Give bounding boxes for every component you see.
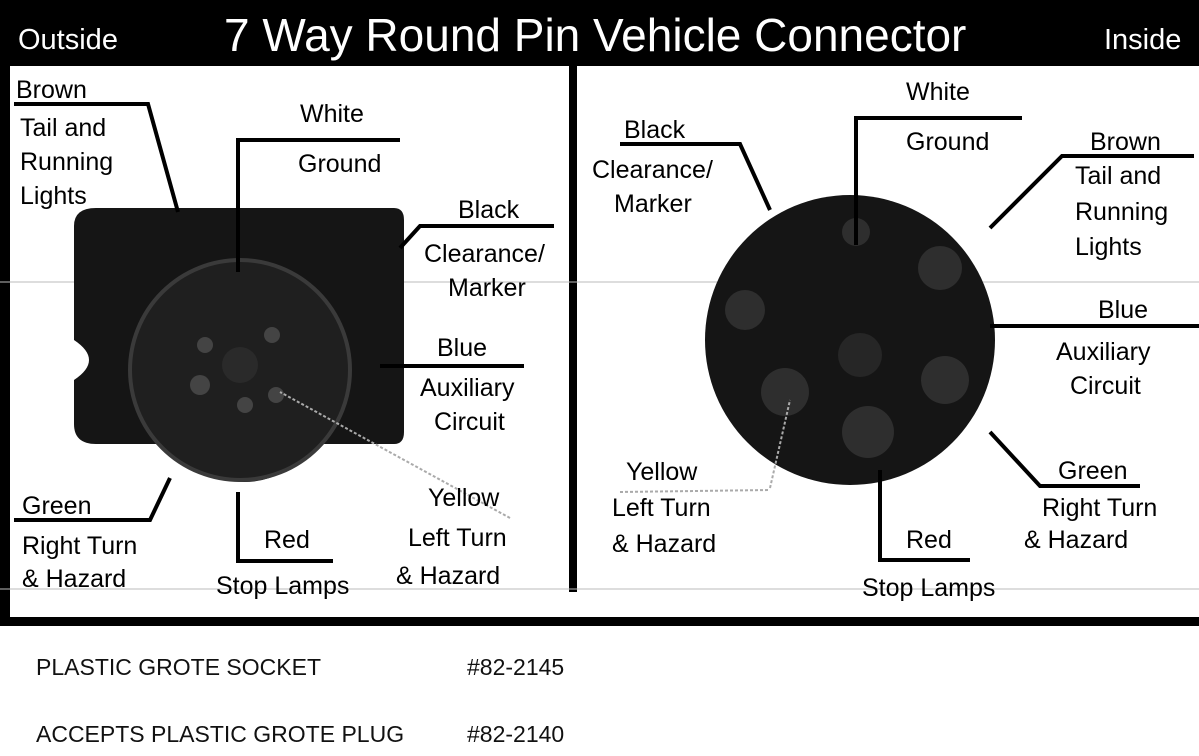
connector-diagram: Outside 7 Way Round Pin Vehicle Connecto… <box>0 0 1199 626</box>
inside-black-function-2: Marker <box>614 190 692 218</box>
leader-brown-inside <box>988 154 1194 230</box>
outside-black-function-1: Clearance/ <box>424 240 545 268</box>
part-code: #82-2145 <box>467 654 565 680</box>
page-title: 7 Way Round Pin Vehicle Connector <box>224 9 967 61</box>
inside-brown-function-1: Tail and <box>1075 162 1162 190</box>
outside-pin <box>190 375 210 395</box>
leader-yellow-inside-tail <box>619 489 771 493</box>
inside-blue-function-1: Auxiliary <box>1056 338 1151 366</box>
inside-brown-function-3: Lights <box>1075 233 1142 261</box>
outside-pin <box>197 337 213 353</box>
outside-leader-lines <box>14 102 554 563</box>
inside-white-function: Ground <box>906 128 990 156</box>
part-code: #82-2140 <box>467 721 565 747</box>
outside-blue-function-2: Circuit <box>434 408 505 436</box>
outside-blue-function-1: Auxiliary <box>420 374 515 402</box>
outside-black-color: Black <box>458 196 520 224</box>
inside-yellow-color: Yellow <box>626 458 698 486</box>
inside-red-color: Red <box>906 526 952 554</box>
inside-pin <box>838 333 882 377</box>
leader-brown-outside <box>14 102 180 213</box>
inside-yellow-function-2: & Hazard <box>612 530 717 558</box>
leader-black-outside <box>398 224 554 250</box>
inside-brown-color: Brown <box>1090 128 1161 156</box>
inside-green-function-1: Right Turn <box>1042 494 1158 522</box>
inside-yellow-function-1: Left Turn <box>612 494 711 522</box>
outside-green-function-2: & Hazard <box>22 565 127 593</box>
center-divider <box>569 66 577 592</box>
outside-blue-color: Blue <box>437 334 488 362</box>
leader-red-inside <box>878 470 970 562</box>
header-outside-label: Outside <box>18 24 118 56</box>
part-numbers-box: PLASTIC GROTE SOCKET #82-2145 ACCEPTS PL… <box>0 626 1199 756</box>
inside-pin <box>921 356 969 404</box>
outside-white-color: White <box>300 100 364 128</box>
outside-black-function-2: Marker <box>448 274 526 302</box>
outside-red-function: Stop Lamps <box>216 572 350 600</box>
inside-white-color: White <box>906 78 970 106</box>
outside-yellow-color: Yellow <box>428 484 500 512</box>
leader-white-outside <box>236 138 400 272</box>
outside-green-color: Green <box>22 492 92 520</box>
outside-pin <box>264 327 280 343</box>
outside-white-function: Ground <box>298 150 382 178</box>
outside-brown-function-1: Tail and <box>20 114 107 142</box>
header-band <box>0 0 1199 66</box>
leader-yellow-outside <box>279 391 511 519</box>
outside-brown-function-3: Lights <box>20 182 87 210</box>
leader-red-outside <box>236 492 333 563</box>
outside-brown-color: Brown <box>16 76 87 104</box>
inside-red-function: Stop Lamps <box>862 574 996 602</box>
inside-black-color: Black <box>624 116 686 144</box>
inside-blue-function-2: Circuit <box>1070 372 1141 400</box>
inside-green-color: Green <box>1058 457 1128 485</box>
part-name: ACCEPTS PLASTIC GROTE PLUG <box>36 721 405 747</box>
outside-brown-function-2: Running <box>20 148 114 176</box>
leader-white-inside <box>854 116 1022 245</box>
inside-black-function-1: Clearance/ <box>592 156 713 184</box>
inside-blue-color: Blue <box>1098 296 1149 324</box>
inside-green-function-2: & Hazard <box>1024 526 1129 554</box>
outside-green-function-1: Right Turn <box>22 532 138 560</box>
outside-red-color: Red <box>264 526 310 554</box>
outside-pin <box>268 387 284 403</box>
leader-black-inside <box>620 142 772 211</box>
outside-yellow-function-2: & Hazard <box>396 562 501 590</box>
part-name: PLASTIC GROTE SOCKET <box>36 654 321 680</box>
inside-pin <box>918 246 962 290</box>
leader-yellow-inside <box>769 399 791 489</box>
outside-pin <box>222 347 258 383</box>
inside-pin <box>842 406 894 458</box>
inside-pin <box>725 290 765 330</box>
inside-pin <box>761 368 809 416</box>
left-border <box>0 0 10 626</box>
outside-pin <box>237 397 253 413</box>
outside-yellow-function-1: Left Turn <box>408 524 507 552</box>
inside-brown-function-2: Running <box>1075 198 1169 226</box>
header-inside-label: Inside <box>1104 24 1182 56</box>
leader-green-outside <box>14 477 172 522</box>
leader-green-inside <box>988 430 1140 488</box>
inside-leader-lines <box>620 116 1199 562</box>
diagram-graphics <box>0 0 1199 626</box>
bottom-border <box>0 617 1199 626</box>
